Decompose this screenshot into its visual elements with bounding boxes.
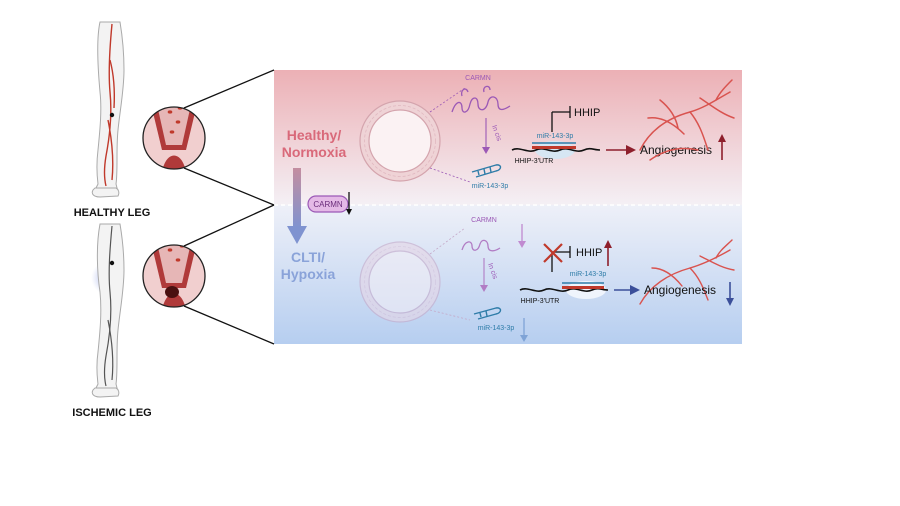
state-transition-arrow-icon <box>287 168 307 244</box>
top-carmn-connector <box>429 87 466 113</box>
healthy-vessel-inset-icon <box>142 106 206 170</box>
bottom-carmn-connector <box>429 227 466 255</box>
top-utr-label: HHIP-3'UTR <box>515 158 554 165</box>
top-mir-label: miR-143-3p <box>472 183 509 190</box>
ischemic-leg-marker <box>109 260 115 266</box>
top-capillary-network-icon <box>639 79 735 161</box>
hypoxia-vessel-cross-section-icon <box>359 241 441 323</box>
ischemic-leg-vessel-icon <box>103 225 114 387</box>
bottom-hhip-up-arrow-icon <box>604 240 612 266</box>
top-angiogenesis-up-arrow-icon <box>718 134 726 160</box>
bottom-angiogenesis-down-arrow-icon <box>726 282 734 306</box>
bottom-hhip-label: HHIP <box>576 247 602 259</box>
bottom-carmn-rna-icon <box>461 239 501 252</box>
bottom-in-cis-arrow-icon <box>480 258 488 292</box>
top-in-cis-arrow-icon <box>482 118 490 154</box>
hypoxia-state-line2: Hypoxia <box>281 266 336 282</box>
bottom-mir-connector <box>429 309 471 321</box>
healthy-leg-artery-icon <box>103 23 116 187</box>
zoom-lines <box>183 69 275 345</box>
bottom-mirna-hairpin-icon <box>473 307 502 320</box>
top-utr-mrna-icon <box>511 141 601 159</box>
healthy-state-line1: Healthy/ <box>287 127 342 143</box>
bottom-utr-label: HHIP-3'UTR <box>521 298 560 305</box>
bottom-mir-label: miR-143-3p <box>478 325 515 332</box>
ischemic-leg-icon <box>91 223 125 398</box>
top-effect-arrow-icon <box>606 145 636 155</box>
ischemic-vessel-inset-icon <box>142 244 206 308</box>
bottom-mir-down-arrow-icon <box>520 318 528 342</box>
carmn-down-arrow-icon <box>346 192 352 215</box>
healthy-panel <box>274 70 742 205</box>
bottom-carmn-label: CARMN <box>471 217 497 224</box>
bottom-capillary-network-icon <box>639 239 735 305</box>
bottom-carmn-down-arrow-icon <box>518 224 526 248</box>
carmn-badge: CARMN <box>307 195 349 213</box>
top-mir-connector <box>429 167 471 183</box>
hypoxia-state-line1: CLTI/ <box>291 249 325 265</box>
top-mirna-hairpin-icon <box>471 164 502 178</box>
top-mir-bound-label: miR-143-3p <box>537 133 574 140</box>
top-carmn-label: CARMN <box>465 75 491 82</box>
bottom-angiogenesis-label: Angiogenesis <box>644 283 716 297</box>
hypoxia-panel <box>274 205 742 344</box>
top-hhip-label: HHIP <box>574 107 600 119</box>
top-carmn-rna-icon <box>451 85 511 113</box>
healthy-state-line2: Normoxia <box>282 144 347 160</box>
healthy-vessel-cross-section-icon <box>359 100 441 182</box>
carmn-badge-label: CARMN <box>313 200 343 209</box>
healthy-leg-label: HEALTHY LEG <box>74 207 151 219</box>
bottom-mir-bound-label: miR-143-3p <box>570 271 607 278</box>
inhibition-cross-icon <box>543 243 563 263</box>
bottom-utr-mrna-icon <box>519 281 609 299</box>
healthy-leg-marker <box>109 112 115 118</box>
top-angiogenesis-label: Angiogenesis <box>640 143 712 157</box>
healthy-leg-icon <box>91 21 125 198</box>
ischemic-leg-label: ISCHEMIC LEG <box>72 407 151 419</box>
bottom-effect-arrow-icon <box>614 285 640 295</box>
top-hhip-inhibition-icon <box>551 106 571 132</box>
